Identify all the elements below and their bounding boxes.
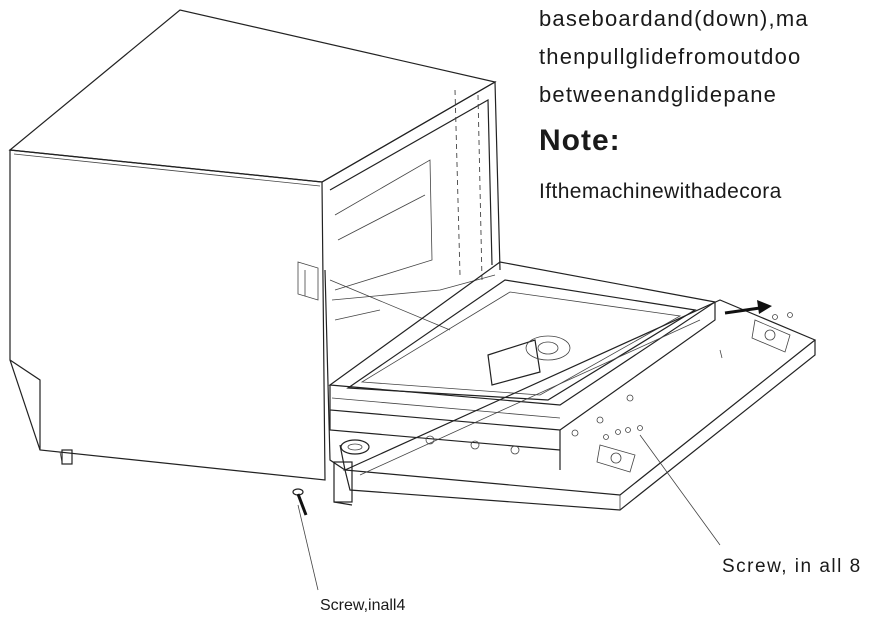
right-arrow-icon bbox=[724, 300, 772, 315]
door-panel bbox=[328, 261, 717, 470]
glide-rails bbox=[333, 439, 370, 506]
screw-group-right bbox=[603, 312, 793, 440]
screw-icon bbox=[292, 488, 308, 516]
screw-callout-right: Screw, in all 8 bbox=[722, 556, 862, 577]
callout-leader-left bbox=[297, 504, 319, 591]
instruction-line-1: baseboardand(down),ma bbox=[539, 6, 809, 31]
screw-callout-left: Screw,inall4 bbox=[320, 597, 406, 614]
callout-leader-right bbox=[639, 434, 721, 546]
instruction-line-2: thenpullglidefromoutdoo bbox=[539, 44, 802, 69]
decorative-panel bbox=[342, 299, 817, 511]
note-text: Ifthemachinewithadecora bbox=[539, 180, 782, 203]
instruction-line-3: betweenandglidepane bbox=[539, 82, 778, 107]
cabinet-opening bbox=[297, 80, 501, 471]
cabinet-body bbox=[8, 9, 497, 481]
note-heading: Note: bbox=[539, 124, 621, 157]
